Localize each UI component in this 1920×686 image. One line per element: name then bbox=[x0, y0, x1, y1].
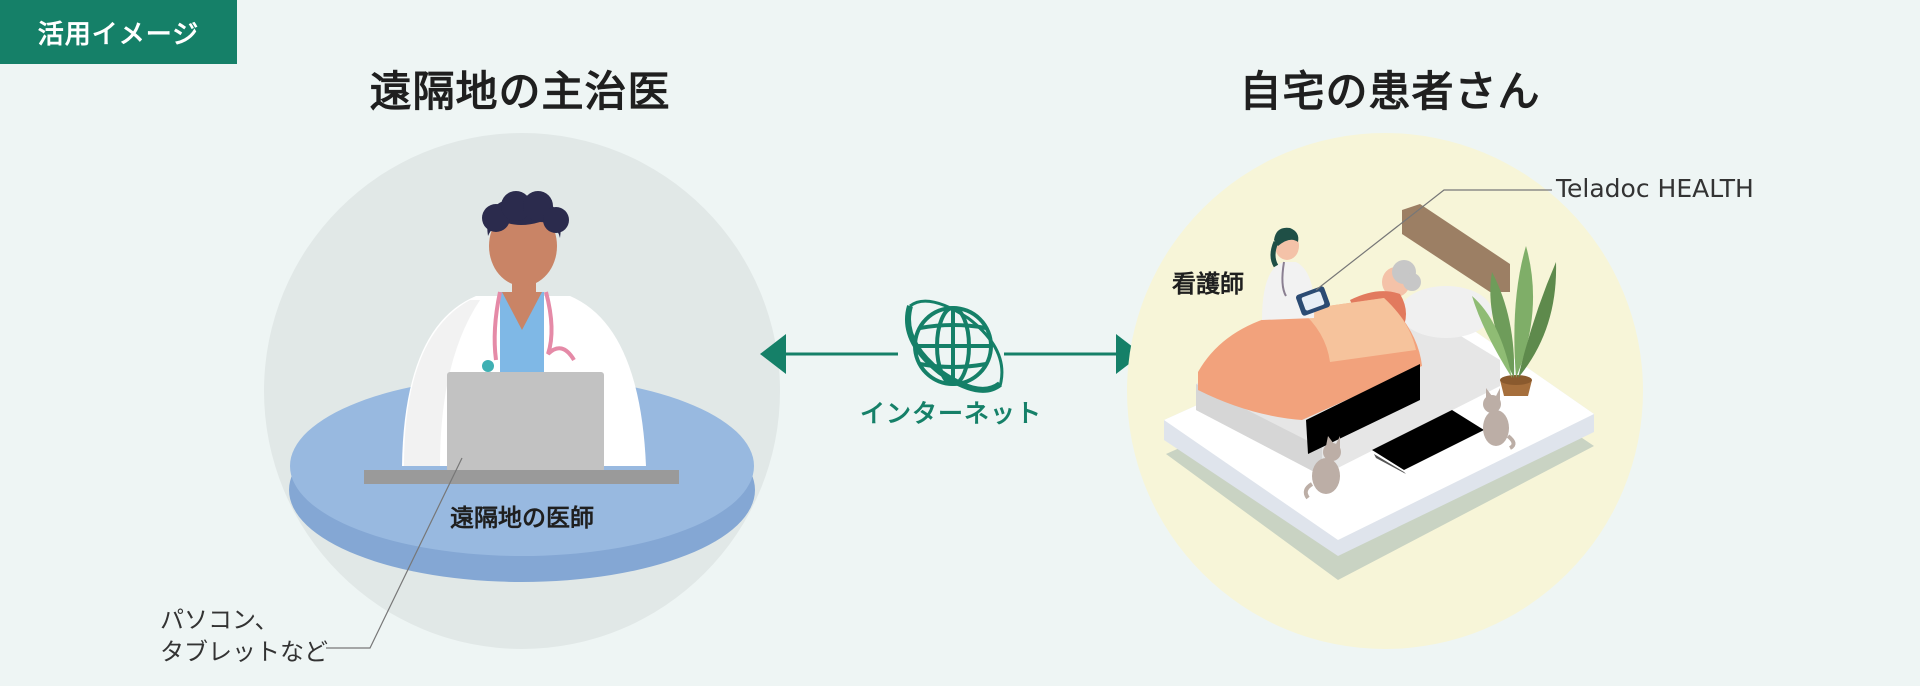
device-label-line1: パソコン、 bbox=[160, 606, 279, 634]
headboard bbox=[1402, 204, 1510, 292]
usage-image-badge: 活用イメージ bbox=[0, 0, 237, 64]
internet-label: インターネット bbox=[860, 399, 1043, 428]
nurse-label: 看護師 bbox=[1172, 270, 1244, 298]
cat-left bbox=[1303, 436, 1341, 500]
device-label-line2: タブレットなど bbox=[160, 638, 328, 666]
cat-right bbox=[1483, 388, 1516, 450]
rug-fringe bbox=[1374, 454, 1406, 474]
laptop-base bbox=[364, 470, 679, 484]
arrow-left-icon bbox=[760, 334, 786, 374]
device-leader-line bbox=[326, 457, 463, 649]
remote-doctor-label: 遠隔地の医師 bbox=[450, 504, 594, 532]
globe-icon bbox=[905, 299, 1004, 393]
pillow bbox=[1400, 286, 1492, 338]
right-title: 自宅の患者さん bbox=[1239, 67, 1541, 116]
teladoc-label: Teladoc HEALTH bbox=[1556, 174, 1754, 203]
bed-side bbox=[1196, 384, 1322, 476]
blanket-fold bbox=[1300, 298, 1416, 362]
rug bbox=[1372, 410, 1484, 470]
teladoc-leader-line bbox=[1315, 189, 1552, 291]
device-label: パソコン、 タブレットなど bbox=[160, 604, 328, 668]
left-title: 遠隔地の主治医 bbox=[369, 67, 671, 116]
plant bbox=[1472, 246, 1557, 396]
nurse-figure bbox=[1262, 227, 1331, 320]
laptop-screen bbox=[447, 372, 604, 472]
bed-rail bbox=[1306, 364, 1420, 454]
arrow-right-icon bbox=[1116, 334, 1142, 374]
